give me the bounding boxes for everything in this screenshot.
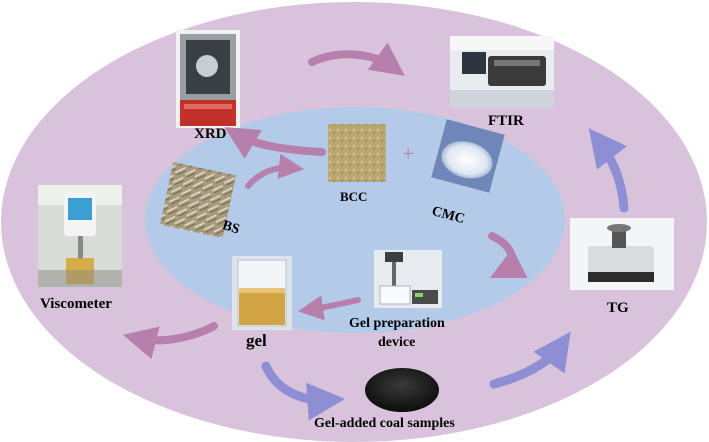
gel-beaker-image bbox=[232, 256, 292, 330]
arrow-gel-to-coal bbox=[261, 361, 346, 421]
xrd-instrument-image bbox=[176, 30, 240, 128]
arrow-bs-to-bcc bbox=[245, 153, 305, 189]
bs-material-image bbox=[160, 162, 236, 238]
bcc-powder-image bbox=[328, 124, 386, 182]
plus-sign: + bbox=[402, 141, 415, 166]
arrow-bcc-to-xrd bbox=[224, 127, 326, 159]
arrow-device-to-gel bbox=[298, 295, 361, 321]
gel-preparation-device-image bbox=[374, 250, 442, 308]
gel-label: gel bbox=[246, 331, 267, 350]
arrow-coal-to-tg bbox=[489, 331, 571, 389]
arrow-cmc-to-device bbox=[488, 232, 528, 279]
arrow-xrd-to-ftir bbox=[308, 42, 405, 76]
gel-preparation-device-label-line2: device bbox=[378, 335, 416, 350]
tg-label: TG bbox=[607, 300, 629, 316]
bcc-label: BCC bbox=[340, 189, 368, 204]
ftir-instrument-image bbox=[450, 36, 554, 108]
coal-samples-image bbox=[365, 368, 439, 412]
arrow-tg-to-ftir bbox=[588, 128, 629, 213]
ftir-label: FTIR bbox=[488, 113, 524, 129]
coal-samples-label: Gel-added coal samples bbox=[314, 416, 455, 431]
gel-preparation-device-label-line1: Gel preparation bbox=[349, 316, 445, 331]
tg-instrument-image bbox=[570, 218, 674, 290]
viscometer-image bbox=[38, 185, 122, 287]
viscometer-label: Viscometer bbox=[40, 296, 112, 312]
xrd-label: XRD bbox=[194, 126, 227, 142]
arrow-gel-to-viscometer bbox=[122, 322, 218, 360]
cmc-powder-image bbox=[431, 119, 505, 193]
